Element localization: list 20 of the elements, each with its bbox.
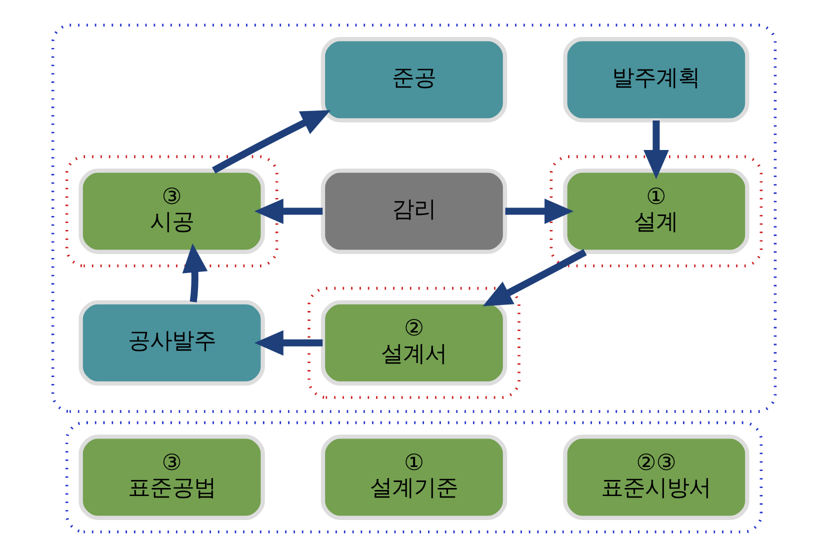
arrow: [482, 249, 587, 306]
cluster: [65, 155, 278, 268]
node-box: ① 설계기준: [320, 434, 508, 520]
node-box: ③ 표준공법: [78, 434, 265, 520]
node-box: 발주계획: [563, 37, 750, 122]
arrow: [254, 198, 323, 224]
arrow: [254, 330, 323, 356]
arrow: [644, 120, 669, 180]
arrow: [505, 198, 574, 224]
cluster: [51, 24, 777, 413]
node-box: 감리: [320, 168, 508, 254]
node-box: 공사발주: [78, 300, 265, 386]
node-box: ① 설계: [563, 168, 750, 254]
node-box: 준공: [320, 37, 508, 122]
node-box: ③ 시공: [78, 168, 265, 254]
cluster: [65, 421, 763, 534]
cluster: [308, 286, 520, 399]
cluster: [550, 155, 763, 268]
node-box: ② 설계서: [320, 300, 508, 386]
node-box: ②③ 표준시방서: [563, 434, 750, 520]
